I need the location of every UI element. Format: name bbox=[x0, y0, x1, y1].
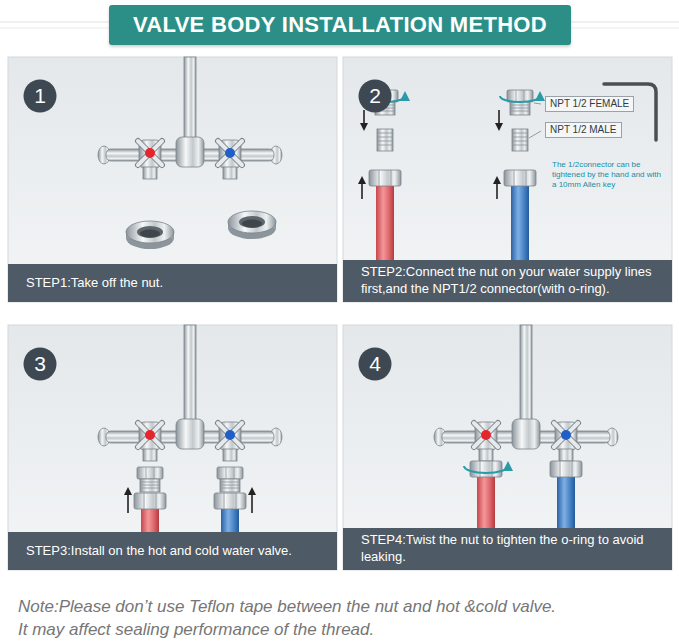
title-banner: VALVE BODY INSTALLATION METHOD bbox=[109, 5, 571, 45]
step4-illustration bbox=[434, 325, 618, 549]
illustration-part bbox=[184, 325, 196, 422]
step-number-badge: 1 bbox=[23, 79, 57, 113]
step-number: 4 bbox=[358, 347, 392, 381]
step-number-badge: 2 bbox=[358, 79, 392, 113]
thread-label-box: NPT 1/2 FEMALE bbox=[545, 96, 634, 112]
illustration-part bbox=[343, 325, 672, 570]
badge-circle-shape bbox=[24, 80, 57, 113]
illustration-part bbox=[127, 491, 129, 513]
step-panel: STEP4:Twist the nut to tighten the o-rin… bbox=[343, 325, 672, 570]
note-text-holder: Note:Please don’t use Teflon tape betwee… bbox=[18, 597, 556, 617]
illustration-part bbox=[512, 129, 528, 151]
illustration-part bbox=[8, 57, 337, 302]
step3-illustration bbox=[98, 325, 282, 549]
illustration-part bbox=[498, 110, 500, 127]
step-number: 3 bbox=[23, 347, 57, 381]
note-text: It may affect sealing performance of the… bbox=[18, 620, 374, 640]
hint-text-holder: The 1/2connector can be tightened by the… bbox=[552, 160, 664, 190]
title-text: VALVE BODY INSTALLATION METHOD bbox=[133, 12, 547, 38]
step-caption: STEP2:Connect the nut on your water supp… bbox=[343, 260, 672, 302]
step-caption: STEP3:Install on the hot and cold water … bbox=[8, 532, 337, 570]
thread-label: NPT 1/2 MALE bbox=[550, 124, 617, 136]
illustration-part bbox=[251, 491, 253, 513]
step-number-badge: 4 bbox=[358, 347, 392, 381]
illustration-part bbox=[126, 221, 174, 249]
badge-circle-shape bbox=[359, 80, 392, 113]
illustration-part bbox=[504, 170, 536, 186]
illustration-part bbox=[464, 466, 508, 473]
step-panel: STEP2:Connect the nut on your water supp… bbox=[343, 57, 672, 302]
illustration-part bbox=[184, 57, 196, 141]
illustration-part bbox=[550, 461, 582, 477]
step-number-badge: 3 bbox=[23, 347, 57, 381]
illustration-part bbox=[343, 57, 672, 302]
illustration-part bbox=[361, 180, 363, 199]
thread-label: NPT 1/2 FEMALE bbox=[550, 98, 629, 110]
illustration-part bbox=[520, 325, 532, 422]
hint-text: The 1/2connector can be tightened by the… bbox=[552, 160, 664, 190]
illustration-part bbox=[369, 170, 401, 186]
note-text-holder: It may affect sealing performance of the… bbox=[18, 620, 374, 640]
illustration-part bbox=[8, 325, 337, 570]
illustration-part bbox=[500, 96, 540, 102]
illustration-part bbox=[98, 419, 282, 461]
illustration-part bbox=[470, 461, 502, 477]
step-number: 1 bbox=[23, 79, 57, 113]
badge-circle-shape bbox=[359, 348, 392, 381]
step-panel: STEP1:Take off the nut. 1 bbox=[8, 57, 337, 302]
illustration-part bbox=[228, 211, 276, 239]
illustration-part bbox=[214, 493, 246, 509]
illustration-part bbox=[98, 137, 282, 179]
step-panel: STEP3:Install on the hot and cold water … bbox=[8, 325, 337, 570]
illustration-part bbox=[434, 419, 618, 461]
step1-illustration bbox=[98, 57, 282, 249]
step-number: 2 bbox=[358, 79, 392, 113]
illustration-part bbox=[137, 467, 163, 492]
illustration-part bbox=[377, 129, 393, 151]
illustration-part bbox=[363, 110, 365, 127]
badge-circle-shape bbox=[24, 348, 57, 381]
illustration-part bbox=[134, 493, 166, 509]
illustration-part bbox=[217, 467, 243, 492]
note-text: Note:Please don’t use Teflon tape betwee… bbox=[18, 597, 556, 617]
step-caption: STEP4:Twist the nut to tighten the o-rin… bbox=[343, 528, 672, 570]
illustration-part bbox=[529, 131, 541, 138]
thread-label-box: NPT 1/2 MALE bbox=[545, 122, 622, 138]
panel-grounds bbox=[8, 57, 672, 570]
illustration-part bbox=[496, 180, 498, 199]
illustration-part bbox=[534, 103, 541, 104]
step-caption: STEP1:Take off the nut. bbox=[8, 264, 337, 302]
